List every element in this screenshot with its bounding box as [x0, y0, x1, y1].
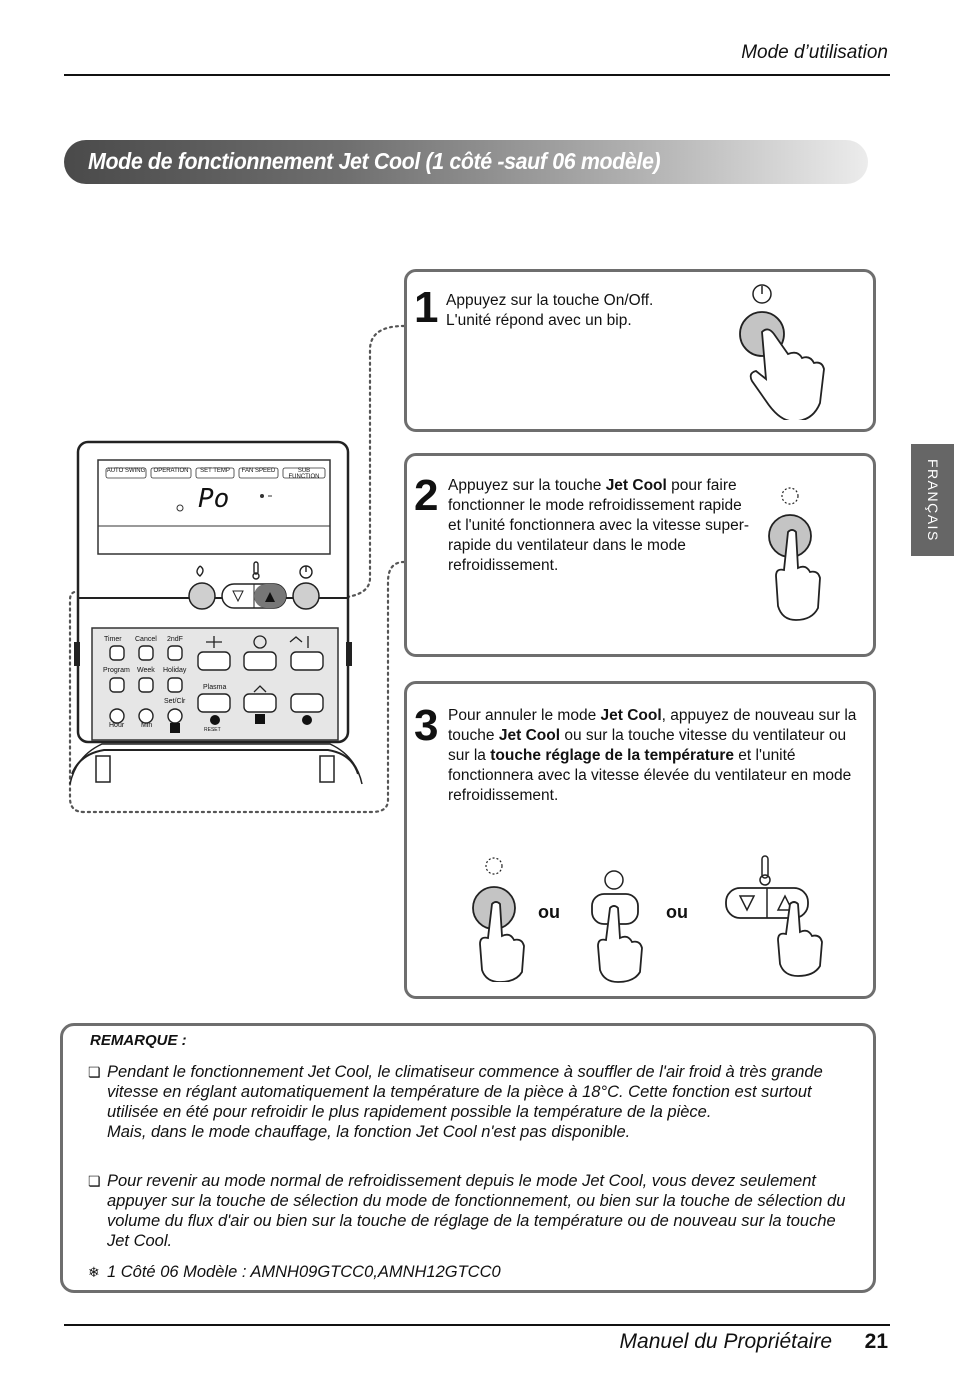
- note-item-2-text: Pour revenir au mode normal de refroidis…: [107, 1172, 846, 1250]
- step-3-text-bold-1: Jet Cool: [600, 707, 662, 724]
- note-title: REMARQUE :: [90, 1032, 187, 1049]
- display-label-sub-function: SUB FUNCTION: [288, 468, 320, 480]
- jet-cool-button-press-illustration: [768, 487, 821, 621]
- key-label-min: Min: [141, 722, 153, 729]
- step-3-text-bold-2: Jet Cool: [498, 727, 561, 744]
- key-label-week: Week: [137, 667, 155, 674]
- remote-keypad: [109, 635, 324, 733]
- or-label-1: ou: [538, 902, 560, 922]
- header-rule: [64, 74, 890, 76]
- step-3-text-bold-3: touche réglage de la température: [490, 747, 734, 764]
- fan-speed-button-press: [591, 870, 643, 983]
- key-label-plasma: Plasma: [203, 684, 227, 691]
- step-2-text: Appuyez sur la touche Jet Cool pour fair…: [448, 476, 758, 576]
- note-item-2: ❏ Pour revenir au mode normal de refroid…: [88, 1171, 848, 1251]
- language-tab: [911, 444, 954, 556]
- display-label-operation: OPERATION: [153, 468, 189, 474]
- page-number: 21: [864, 1330, 888, 1353]
- step-3-text-post: et l'unité fonctionnera avec la vitesse …: [448, 747, 852, 804]
- step-3-number: 3: [414, 701, 439, 750]
- note-footnote: ❄ 1 Côté 06 Modèle : AMNH09GTCC0,AMNH12G…: [88, 1262, 848, 1282]
- manual-title: Manuel du Propriétaire: [619, 1330, 832, 1353]
- display-label-fan-speed: FAN SPEED: [241, 468, 276, 474]
- checkbox-bullet-icon: ❏: [88, 1064, 101, 1080]
- remote-top-buttons: [188, 561, 320, 610]
- key-label-hour: Hour: [109, 722, 125, 729]
- power-button-press-illustration: [739, 284, 825, 420]
- key-label-timer: Timer: [104, 636, 122, 643]
- checkbox-bullet-icon: ❏: [88, 1173, 101, 1189]
- display-value: Po: [198, 484, 230, 514]
- step-2-text-pre: Appuyez sur la touche: [448, 477, 606, 494]
- step-3-text-mid-2: ou sur la touche vitesse du ventilateur …: [448, 727, 847, 764]
- note-item-1-extra: Mais, dans le mode chauffage, la fonctio…: [107, 1123, 631, 1141]
- step-3-text-pre: Pour annuler le mode: [448, 707, 601, 724]
- key-label-set-clr: Set/Clr: [164, 698, 186, 705]
- language-tab-label: FRANÇAIS: [925, 458, 941, 542]
- jet-cool-button-press-small: [472, 857, 525, 982]
- step-2-text-post: pour faire fonctionner le mode refroidis…: [448, 477, 750, 574]
- asterisk-icon: ❄: [88, 1264, 100, 1280]
- note-footnote-text: 1 Côté 06 Modèle : AMNH09GTCC0,AMNH12GTC…: [107, 1263, 501, 1281]
- step-2-text-bold: Jet Cool: [605, 477, 667, 494]
- page-title: Mode de fonctionnement Jet Cool (1 côté …: [88, 148, 661, 174]
- display-label-set-temp: SET TEMP: [200, 468, 230, 474]
- footer-rule: [64, 1324, 890, 1326]
- key-label-program: Program: [103, 667, 130, 674]
- key-label-holiday: Holiday: [163, 667, 187, 674]
- key-label-2ndf: 2ndF: [167, 636, 183, 643]
- remote-display: [105, 467, 326, 512]
- or-label-2: ou: [666, 902, 688, 922]
- step-1-line-2: L'unité répond avec un bip.: [446, 312, 632, 329]
- note-item-1: ❏ Pendant le fonctionnement Jet Cool, le…: [88, 1062, 848, 1142]
- title-banner: [64, 140, 868, 184]
- key-label-reset: RESET: [204, 727, 221, 733]
- section-header: Mode d’utilisation: [741, 42, 888, 63]
- step-3-text: Pour annuler le mode Jet Cool, appuyez d…: [448, 706, 860, 806]
- note-panel: [60, 1023, 876, 1293]
- step-1-line-1: Appuyez sur la touche On/Off.: [446, 292, 654, 309]
- display-label-auto-swing: AUTO SWING: [106, 468, 146, 474]
- step-1-number: 1: [414, 283, 439, 332]
- step-1-text: Appuyez sur la touche On/Off. L'unité ré…: [446, 291, 726, 331]
- key-label-cancel: Cancel: [135, 636, 157, 643]
- step-2-number: 2: [414, 471, 439, 520]
- temperature-button-press: [725, 855, 823, 977]
- note-item-1-text: Pendant le fonctionnement Jet Cool, le c…: [107, 1063, 823, 1121]
- step-3-text-mid-1: , appuyez de nouveau sur la touche: [448, 707, 857, 744]
